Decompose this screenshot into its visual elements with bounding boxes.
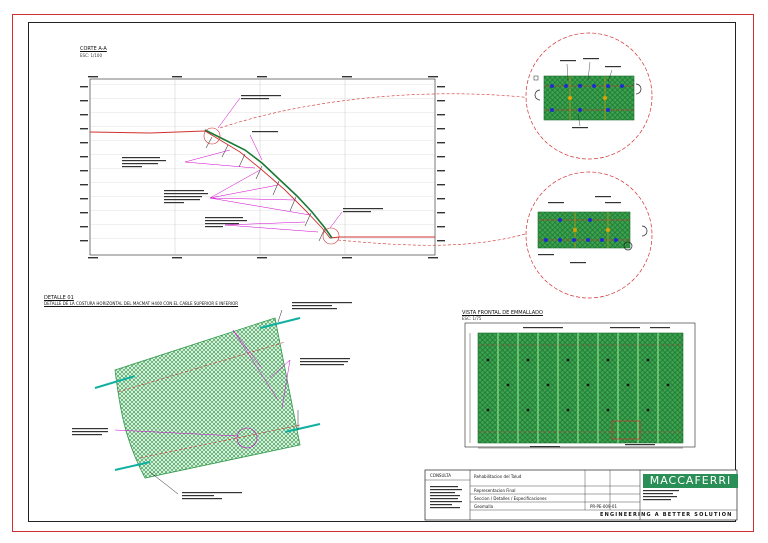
drawing-border [12, 14, 754, 532]
company-logo: MACCAFERRI [643, 474, 738, 488]
detail-subtitle: DETALLE DE LA COSTURA HORIZONTAL DEL MAC… [44, 301, 239, 306]
title-block-topic-1: Representacion Final [474, 488, 516, 493]
section-scale: ESC: 1/100 [80, 53, 103, 58]
detail-title: DETALLE 01 [44, 295, 74, 301]
detail-circle-top [525, 32, 653, 160]
detail-mesh [72, 302, 352, 500]
section-profile [80, 76, 445, 259]
title-block-sheet-code: PR-PE-009-01 [590, 504, 618, 509]
title-block-client: CONSULTA [430, 473, 451, 478]
detail-circle-bottom [525, 171, 653, 299]
sheet-border [28, 22, 736, 522]
title-block-project: Rehabilitacion del Talud [474, 474, 522, 479]
company-tagline: ENGINEERING A BETTER SOLUTION [600, 512, 733, 518]
front-view-scale: ESC: 1/75 [462, 316, 482, 321]
front-view [464, 322, 696, 449]
title-block-material: Geomalla [474, 504, 494, 509]
section-title: CORTE A-A [80, 46, 107, 52]
title-block-topic-2: Seccion / Detalles / Especificaciones [474, 496, 547, 501]
front-view-title: VISTA FRONTAL DE EMMALLADO [462, 310, 543, 316]
